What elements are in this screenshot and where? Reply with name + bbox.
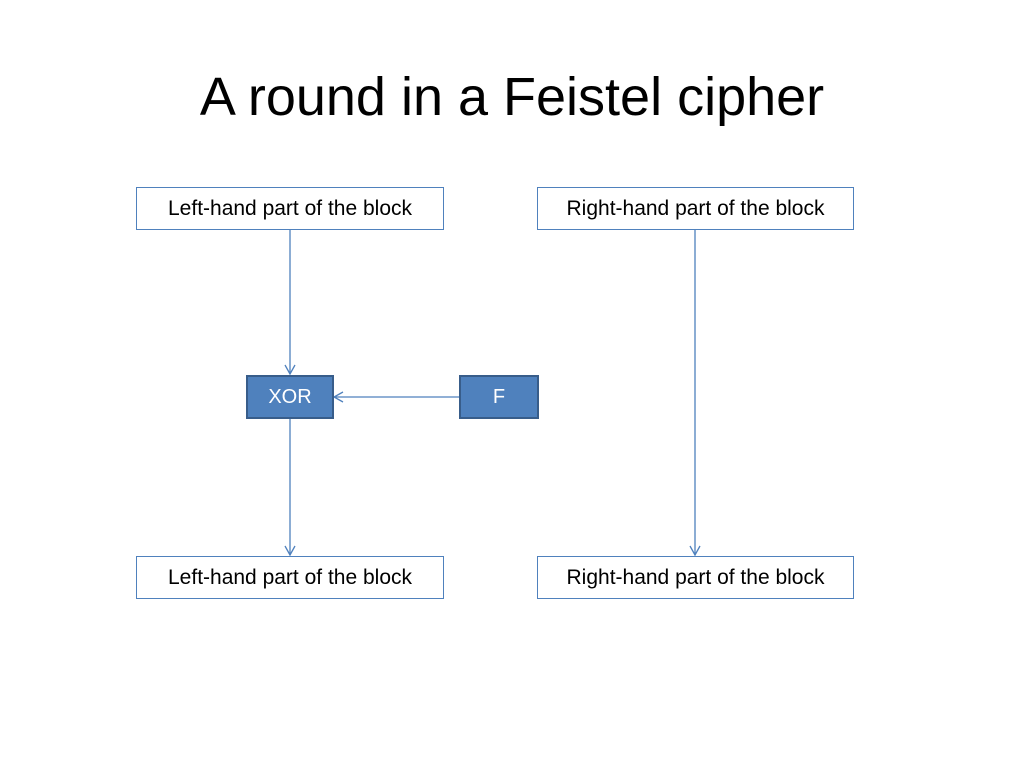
slide-title: A round in a Feistel cipher <box>199 67 825 127</box>
right-bottom-block: Right-hand part of the block <box>537 556 854 599</box>
left-bottom-block: Left-hand part of the block <box>136 556 444 599</box>
right-top-block: Right-hand part of the block <box>537 187 854 230</box>
left-top-block: Left-hand part of the block <box>136 187 444 230</box>
f-function-node: F <box>459 375 539 419</box>
xor-node: XOR <box>246 375 334 419</box>
